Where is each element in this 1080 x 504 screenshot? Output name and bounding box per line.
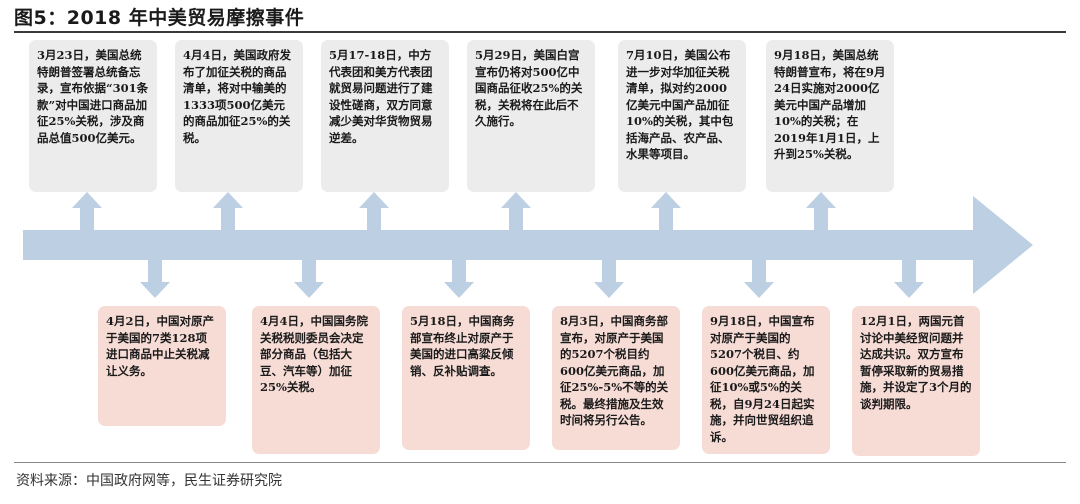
china-event-box: 9月18日，中国宣布对原产于美国的5207个税目、约600亿美元商品，加征10%… (702, 306, 830, 454)
china-event-box: 8月3日，中国商务部宣布，对原产于美国的5207个税目约600亿美元商品，加征2… (552, 306, 680, 450)
timeline-arrow-body (23, 230, 973, 260)
source-note: 资料来源：中国政府网等，民生证券研究院 (16, 473, 282, 489)
us-event-box: 5月17-18日，中方代表团和美方代表团就贸易问题进行了建设性磋商，双方同意减少… (321, 40, 449, 192)
us-event-box: 4月4日，美国政府发布了加征关税的商品清单，将对中输美的1333项500亿美元的… (175, 40, 303, 192)
china-event-box: 12月1日，两国元首讨论中美经贸问题并达成共识。双方宣布暂停采取新的贸易措施，并… (852, 306, 980, 456)
us-event-box: 5月29日，美国白宫宣布仍将对500亿中国商品征收25%的关税，关税将在此后不久… (467, 40, 595, 192)
timeline-arrow-head (973, 196, 1033, 294)
us-event-box: 9月18日，美国总统特朗普宣布，将在9月24日实施对2000亿美元中国产品增加1… (766, 40, 894, 192)
us-event-box: 7月10日，美国公布进一步对华加征关税清单，拟对约2000亿美元中国产品加征10… (618, 40, 746, 192)
china-event-box: 4月4日，中国国务院关税税则委员会决定部分商品（包括大豆、汽车等）加征25%关税… (252, 306, 380, 454)
title-divider (14, 31, 1066, 33)
figure-title: 图5：2018 年中美贸易摩擦事件 (14, 7, 305, 29)
us-event-box: 3月23日，美国总统特朗普签署总统备忘录，宣布依据“301条款”对中国进口商品加… (29, 40, 157, 192)
source-divider (14, 462, 1066, 463)
china-event-box: 4月2日，中国对原产于美国的7类128项进口商品中止关税减让义务。 (98, 306, 226, 426)
china-event-box: 5月18日，中国商务部宣布终止对原产于美国的进口高粱反倾销、反补贴调查。 (402, 306, 530, 450)
